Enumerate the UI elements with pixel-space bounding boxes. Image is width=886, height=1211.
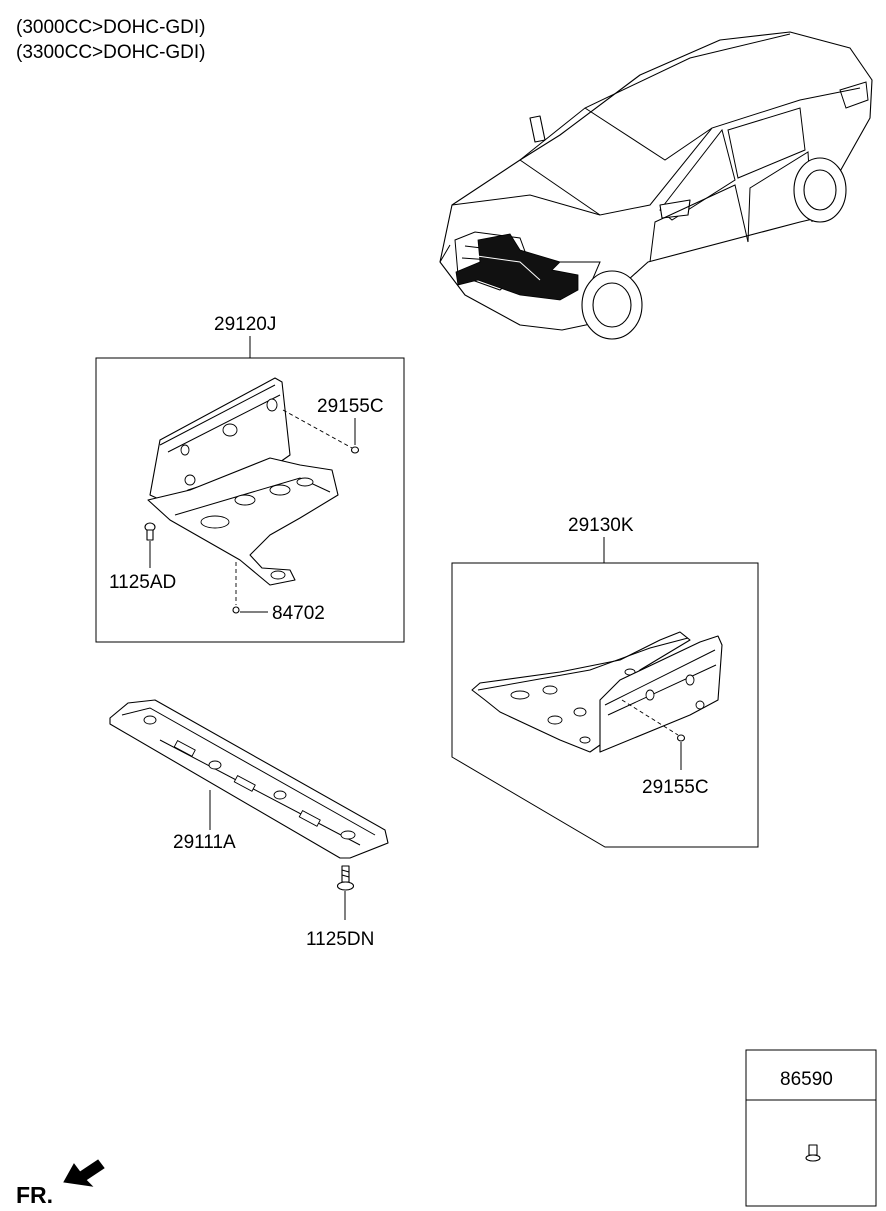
engine-spec-line-1: (3000CC>DOHC-GDI)	[16, 17, 206, 38]
label-29120j: 29120J	[214, 314, 276, 335]
vehicle-illustration	[439, 31, 873, 340]
clip-29155c-right	[676, 734, 686, 742]
nut-84702	[232, 606, 240, 614]
label-29111a: 29111A	[173, 832, 236, 853]
screw-1125ad	[144, 522, 156, 541]
front-direction-label: FR.	[16, 1182, 53, 1208]
clip-29155c-left	[350, 446, 360, 454]
clip-box-86590	[745, 1049, 877, 1207]
label-86590: 86590	[780, 1069, 833, 1090]
label-84702: 84702	[272, 603, 325, 624]
under-cover-left	[147, 377, 339, 586]
label-1125dn: 1125DN	[306, 929, 374, 950]
dash-29155c-left	[282, 409, 353, 449]
engine-spec-line-2: (3300CC>DOHC-GDI)	[16, 42, 206, 63]
label-29130k: 29130K	[568, 515, 634, 536]
front-skid-panel	[109, 699, 389, 859]
group-box-29130k	[451, 562, 759, 848]
under-cover-right	[471, 631, 723, 753]
bolt-1125dn	[336, 865, 355, 891]
group-box-29120j	[95, 357, 405, 643]
clip-86590	[805, 1144, 821, 1162]
label-1125ad: 1125AD	[109, 572, 176, 593]
label-29155c-left: 29155C	[317, 396, 384, 417]
front-arrow-icon	[63, 1159, 105, 1187]
label-29155c-right: 29155C	[642, 777, 709, 798]
